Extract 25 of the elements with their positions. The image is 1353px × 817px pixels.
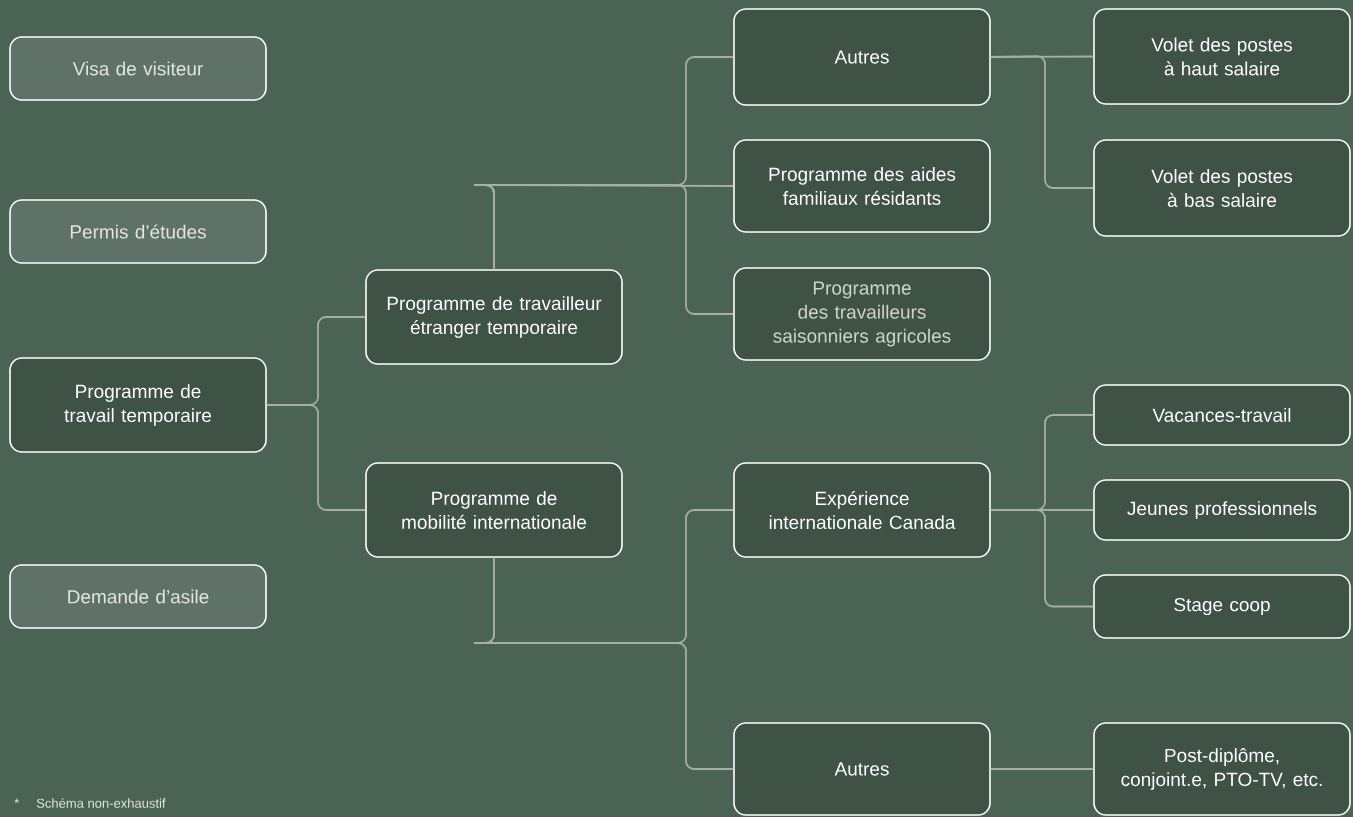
program-box: Volet des postes à haut salaire — [1093, 8, 1351, 105]
program-box: Vacances-travail — [1093, 384, 1351, 446]
program-box: Programme de mobilité internationale — [365, 462, 623, 558]
program-box: Programme des travailleurs saisonniers agricoles — [733, 267, 991, 361]
category-box: Visa de visiteur — [9, 36, 267, 101]
program-box: Stage coop — [1093, 574, 1351, 639]
program-box: Programme de travailleur étranger temporaire — [365, 269, 623, 365]
program-box: Programme des aides familiaux résidants — [733, 139, 991, 233]
program-box: Volet des postes à bas salaire — [1093, 139, 1351, 237]
connector — [989, 55, 1095, 189]
footnote: * — [14, 798, 20, 804]
footnote: Schéma non-exhaustif — [36, 798, 166, 808]
program-box: Post-diplôme, conjoint.e, PTO-TV, etc. — [1093, 722, 1351, 816]
category-box: Permis d’études — [9, 199, 267, 264]
connector — [989, 509, 1095, 608]
program-box: Jeunes professionnels — [1093, 479, 1351, 541]
program-box: Autres — [733, 722, 991, 816]
connector — [473, 184, 735, 315]
connector — [989, 768, 1095, 770]
category-box: Demande d’asile — [9, 564, 267, 629]
connector — [473, 556, 735, 770]
program-box: Programme de travail temporaire — [9, 357, 267, 453]
program-box: Autres — [733, 8, 991, 106]
program-box: Expérience internationale Canada — [733, 462, 991, 558]
connector — [265, 404, 367, 511]
